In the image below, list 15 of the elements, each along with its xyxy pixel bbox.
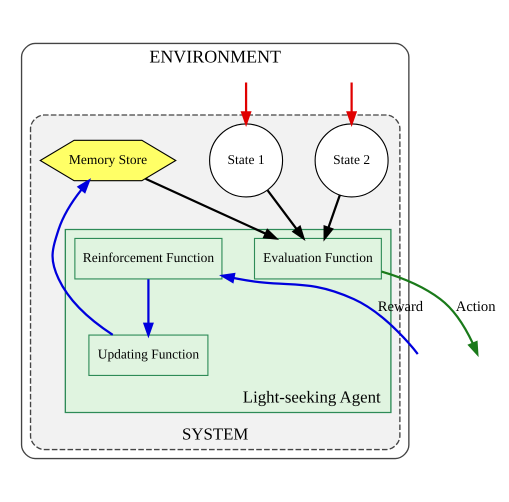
arrow [381, 270, 479, 358]
arrow [346, 82, 358, 127]
node-box: Reinforcement Function [74, 238, 222, 280]
arrow [142, 279, 154, 338]
edge-label: Action [456, 298, 496, 315]
arrow [51, 178, 114, 336]
arrow [266, 190, 306, 241]
arrow [240, 82, 252, 127]
arrow [219, 272, 419, 355]
node-circle: State 1 [209, 123, 284, 198]
arrow [145, 178, 280, 240]
arrow [324, 194, 341, 242]
node-box: Updating Function [88, 334, 208, 376]
node-circle: State 2 [314, 123, 389, 198]
node-box: Evaluation Function [254, 238, 382, 280]
